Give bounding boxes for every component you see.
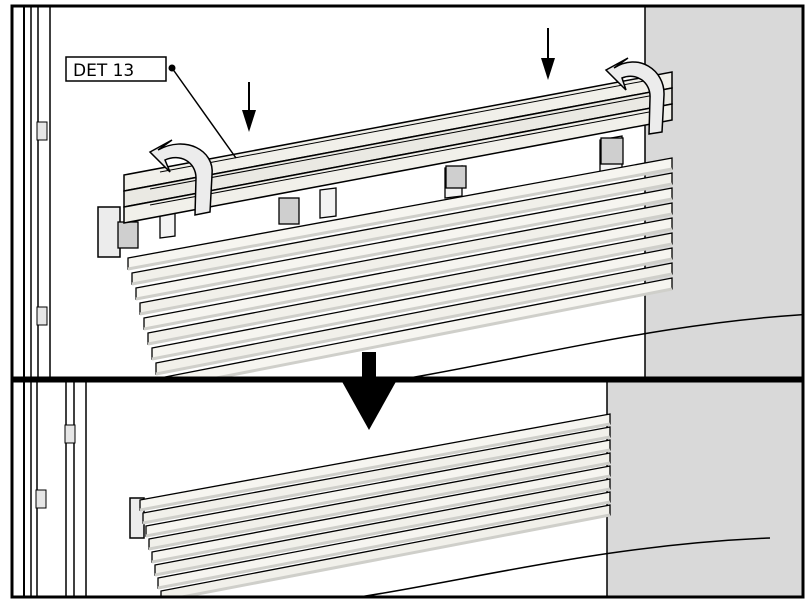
- curved-arrow-icon: [604, 57, 665, 135]
- panel-frame-bottom: [10, 379, 805, 599]
- slat-shadow: [135, 197, 673, 301]
- slat-shadow: [145, 448, 611, 538]
- seat-curve: [354, 537, 771, 597]
- support-frames: [117, 135, 624, 249]
- panel-frame-top: [10, 4, 805, 380]
- backrest-rail: [123, 71, 673, 224]
- down-arrow-icon: [541, 28, 555, 80]
- slat-shadow: [142, 435, 611, 525]
- slat-shadow: [155, 272, 673, 376]
- slat-shadow: [143, 227, 673, 331]
- slat-shadow: [139, 212, 673, 316]
- wall-right: [606, 381, 803, 597]
- callout-det-13: DET 13: [65, 56, 237, 159]
- slat-shadow: [151, 257, 673, 361]
- slat-shadow: [148, 461, 611, 551]
- slat-shadow: [173, 513, 611, 597]
- top-panel: DET 13: [23, 6, 803, 378]
- wall-plate: [97, 206, 121, 258]
- wall-post: [23, 6, 51, 378]
- slat-shadow: [154, 487, 611, 577]
- slat-shadow: [131, 182, 673, 286]
- bottom-panel: [23, 381, 803, 597]
- slat-shadow: [127, 167, 673, 271]
- callout-label: DET 13: [73, 61, 134, 81]
- seat-slats: [139, 413, 771, 597]
- seat-curve: [404, 313, 803, 378]
- big-down-arrow-icon: [340, 352, 398, 430]
- curved-arrow-icon: [148, 139, 213, 216]
- slat-shadow: [139, 422, 611, 512]
- slat-shadow: [147, 242, 673, 346]
- slat-shadow: [151, 474, 611, 564]
- down-arrow-icon: [242, 82, 256, 132]
- wall-post: [23, 381, 87, 597]
- slat-shadow: [157, 500, 611, 590]
- callout-box: [65, 56, 167, 82]
- seat-slats: [127, 157, 803, 378]
- slat-shadow: [208, 287, 673, 378]
